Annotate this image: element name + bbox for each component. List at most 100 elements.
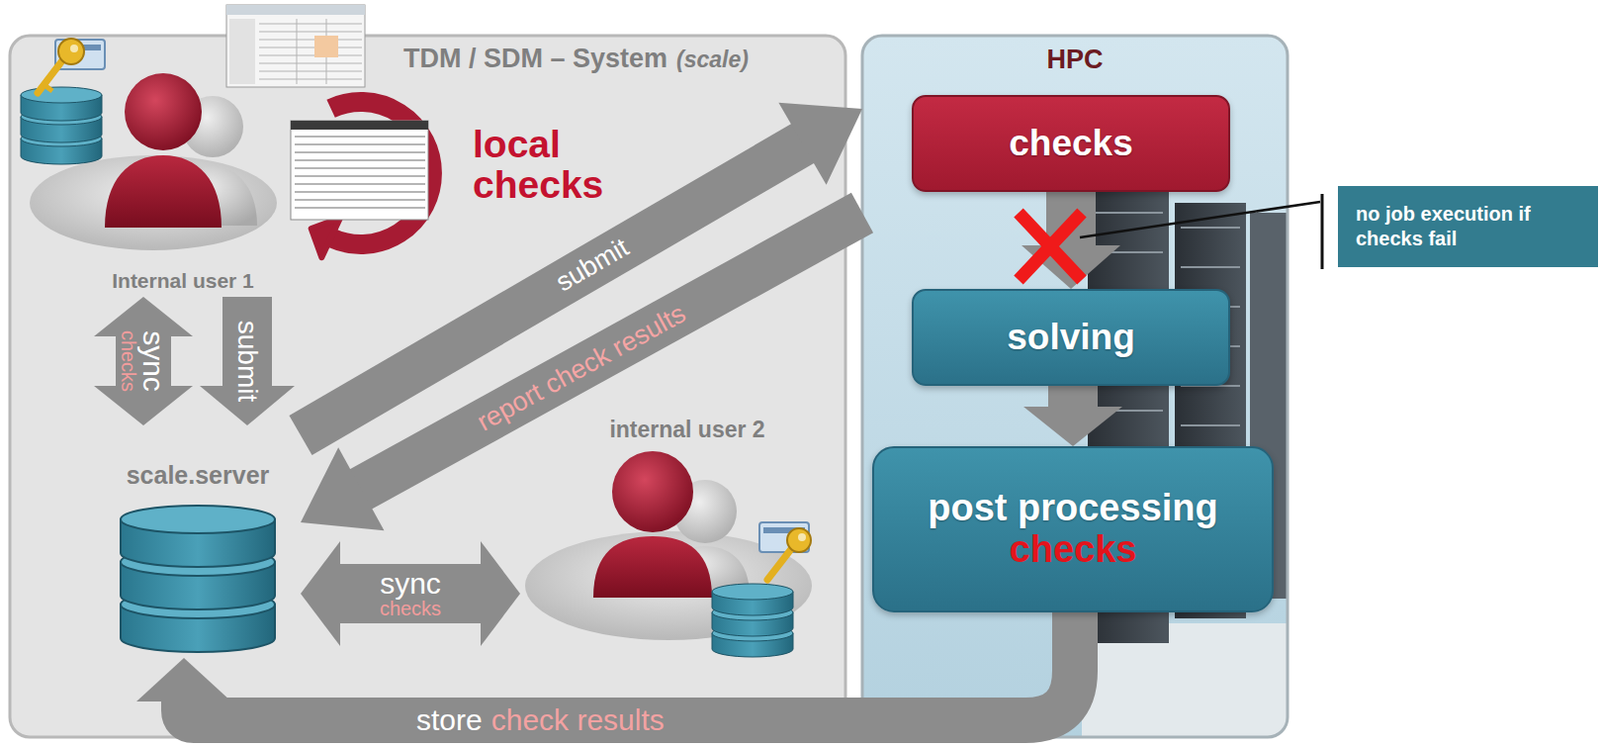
screenshot-thumbnail-part-part <box>294 198 426 201</box>
arrow-label-group: syncchecks <box>379 568 442 619</box>
screenshot-thumbnail-part <box>294 136 426 208</box>
screenshot-thumbnail-part <box>259 18 362 85</box>
arrow-label-group: store check results <box>416 705 665 735</box>
node-text: checks <box>1008 122 1134 166</box>
database-icon-part <box>711 583 794 600</box>
user-icon-part <box>124 73 202 151</box>
screenshot-thumbnail-part-part <box>294 206 426 209</box>
screenshot-thumbnail-part-part <box>296 18 298 85</box>
arrow-head <box>300 446 384 531</box>
screenshot-thumbnail-part-part <box>294 135 426 138</box>
system-panel-ground <box>9 35 846 737</box>
node-text: HPC <box>1046 44 1103 76</box>
screenshot-thumbnail-part-part <box>294 159 426 162</box>
screenshot-thumbnail-part-part <box>259 23 362 25</box>
screenshot-thumbnail-part-part <box>259 31 362 33</box>
screenshot-thumbnail-part-part <box>259 79 362 81</box>
connector-arrow <box>1023 385 1123 446</box>
arrow-body <box>339 563 482 623</box>
stop-cross <box>1018 212 1082 280</box>
arrow-head <box>300 540 341 646</box>
server-database-icon <box>120 505 275 652</box>
screenshot-thumbnail-part <box>290 120 429 130</box>
node-text: TDM / SDM – System <box>403 43 668 75</box>
database-icon <box>20 87 102 165</box>
screenshot-thumbnail-part-part <box>259 47 362 49</box>
node-text: Internal user 1 <box>45 268 321 293</box>
hpc-panel: HPCcheckssolvingpost processingchecks <box>862 35 1288 737</box>
screenshot-thumbnail-part-part <box>294 151 426 154</box>
database-icon-part <box>20 87 102 103</box>
server-database-icon-part <box>120 505 275 534</box>
check-tag: checks <box>379 598 442 619</box>
user-icon <box>525 450 812 640</box>
panel-title: HPC <box>862 44 1288 76</box>
arrow-label: submit <box>233 320 262 402</box>
server-room-photo-part-part <box>1180 226 1241 229</box>
database-icon <box>711 583 794 657</box>
check-tag: check results <box>491 705 665 735</box>
local-check-loop-part <box>311 217 341 258</box>
key-card-icon-part <box>787 528 811 552</box>
node-label-holder: Internal user 1 <box>35 268 321 293</box>
screenshot-thumbnail-part <box>229 18 256 85</box>
local-checks-label: local checks <box>472 124 604 206</box>
user-icon-part <box>612 450 694 533</box>
screenshot-thumbnail-part-part <box>259 63 362 65</box>
screenshot-thumbnail-part <box>226 4 365 15</box>
user-icon-part <box>29 155 277 251</box>
screenshot-thumbnail-part-part <box>259 71 362 73</box>
screenshot-thumbnail <box>290 120 429 220</box>
key-card-icon-part <box>37 59 64 93</box>
check-tag: checks <box>118 330 139 392</box>
screenshot-thumbnail-part-part <box>294 182 426 185</box>
arrow-label-group: submit <box>233 320 262 402</box>
arrow-body <box>359 212 863 490</box>
process-box: solving <box>911 288 1231 386</box>
server-node: scale.server <box>94 425 301 658</box>
key-card-icon-part <box>767 548 792 580</box>
key-card-icon-part <box>58 38 85 65</box>
screenshot-thumbnail-part-part <box>259 39 362 41</box>
node-text: post processing <box>927 487 1219 530</box>
leader-line <box>1079 201 1321 238</box>
arrow-label: sync <box>138 330 169 392</box>
key-card-icon-part <box>44 85 53 91</box>
callout-box: no job execution if checks fail <box>1337 185 1599 267</box>
server-room-photo-part-part <box>1093 211 1163 214</box>
arrow-head <box>1023 406 1123 446</box>
stop-cross-part <box>1018 212 1082 280</box>
screenshot-thumbnail-part-part <box>259 55 362 57</box>
screenshot-thumbnail-part-part <box>294 167 426 170</box>
user-icon-part <box>593 535 712 598</box>
screenshot-thumbnail-part <box>314 35 339 58</box>
user-node: internal user 2 <box>520 410 825 658</box>
arrow-head <box>136 657 232 702</box>
arrow-head <box>778 102 863 185</box>
node-text: solving <box>1006 316 1136 359</box>
user-node: Internal user 1 <box>35 74 321 297</box>
screenshot-thumbnail-part-part <box>294 190 426 193</box>
screenshot-thumbnail-part <box>290 120 429 220</box>
arrow-head <box>93 385 193 426</box>
node-subtext: (scale) <box>676 46 749 73</box>
callout-bracket <box>1321 193 1325 269</box>
screenshot-thumbnail-part-part <box>294 143 426 146</box>
node-subtext: checks <box>1009 529 1138 571</box>
screenshot-thumbnail-part-part <box>294 175 426 178</box>
connector-arrow <box>300 212 863 531</box>
server-room-photo-part-part <box>1180 424 1241 427</box>
connector-arrow <box>300 540 521 646</box>
node-label-holder: internal user 2 <box>520 416 825 443</box>
arrow-head <box>480 540 521 646</box>
node-text: scale.server <box>94 460 301 490</box>
server-room-photo-part-part <box>1180 266 1241 268</box>
arrow-head <box>93 296 193 337</box>
user-icon-part <box>104 155 222 228</box>
arrow-label: store <box>416 705 483 735</box>
key-card-icon <box>759 522 811 580</box>
screenshot-thumbnail-part <box>226 4 365 88</box>
key-card-icon <box>37 38 105 93</box>
node-text: no job execution if checks fail <box>1355 201 1581 252</box>
